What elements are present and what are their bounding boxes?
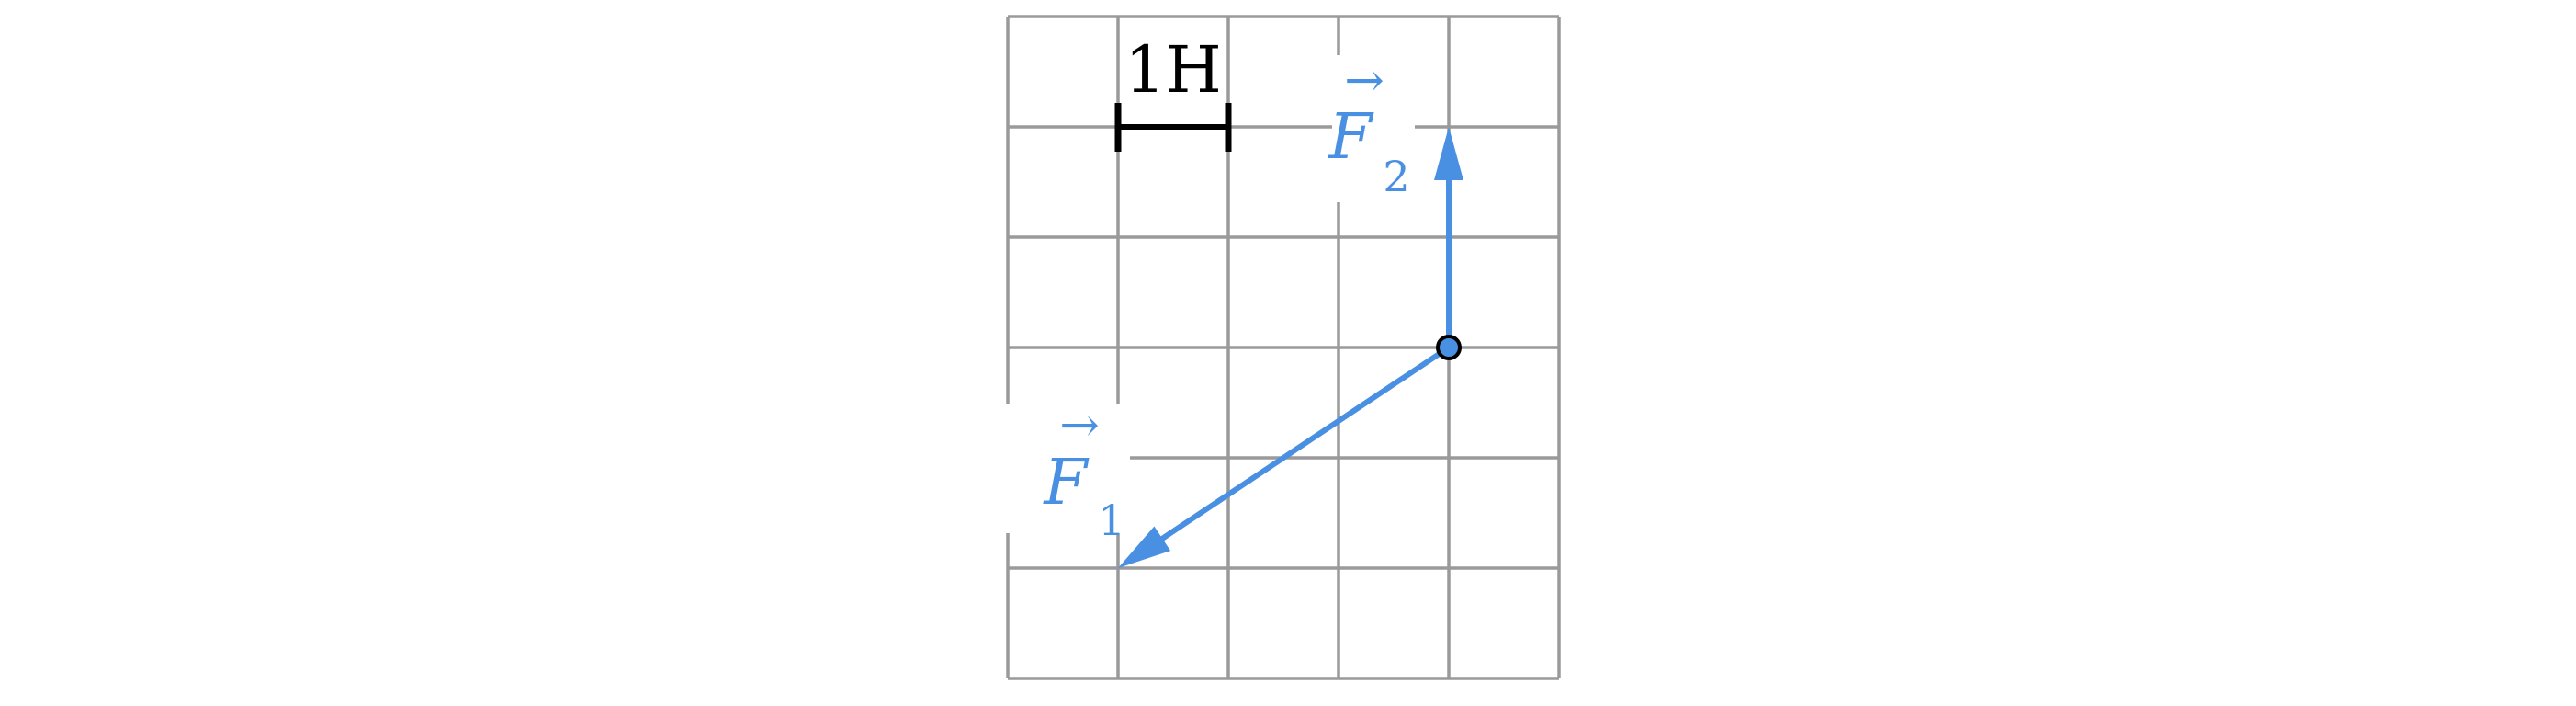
- grid: [1006, 15, 1561, 680]
- vector-f2-arrow-mark: →: [1344, 53, 1384, 108]
- application-point: [1436, 335, 1462, 360]
- vector-f1-arrowhead: [1118, 526, 1171, 568]
- vector-f2-arrowhead: [1434, 127, 1463, 180]
- vector-f1-line: [1156, 345, 1452, 544]
- scale-bar: 1Н: [1114, 32, 1232, 152]
- vector-f1-arrow-mark: →: [1059, 398, 1100, 453]
- vector-f2-symbol: F: [1327, 101, 1374, 174]
- vector-f1-subscript: 1: [1098, 495, 1124, 545]
- scale-label: 1Н: [1124, 32, 1222, 108]
- vector-f2: → F 2: [1327, 53, 1463, 350]
- vector-f1: → F 1: [1001, 345, 1452, 568]
- vector-f1-label-bg: [1001, 404, 1130, 533]
- vector-f2-label-bg: [1332, 55, 1415, 202]
- vector-f1-symbol: F: [1042, 447, 1090, 519]
- vector-f2-subscript: 2: [1383, 152, 1409, 201]
